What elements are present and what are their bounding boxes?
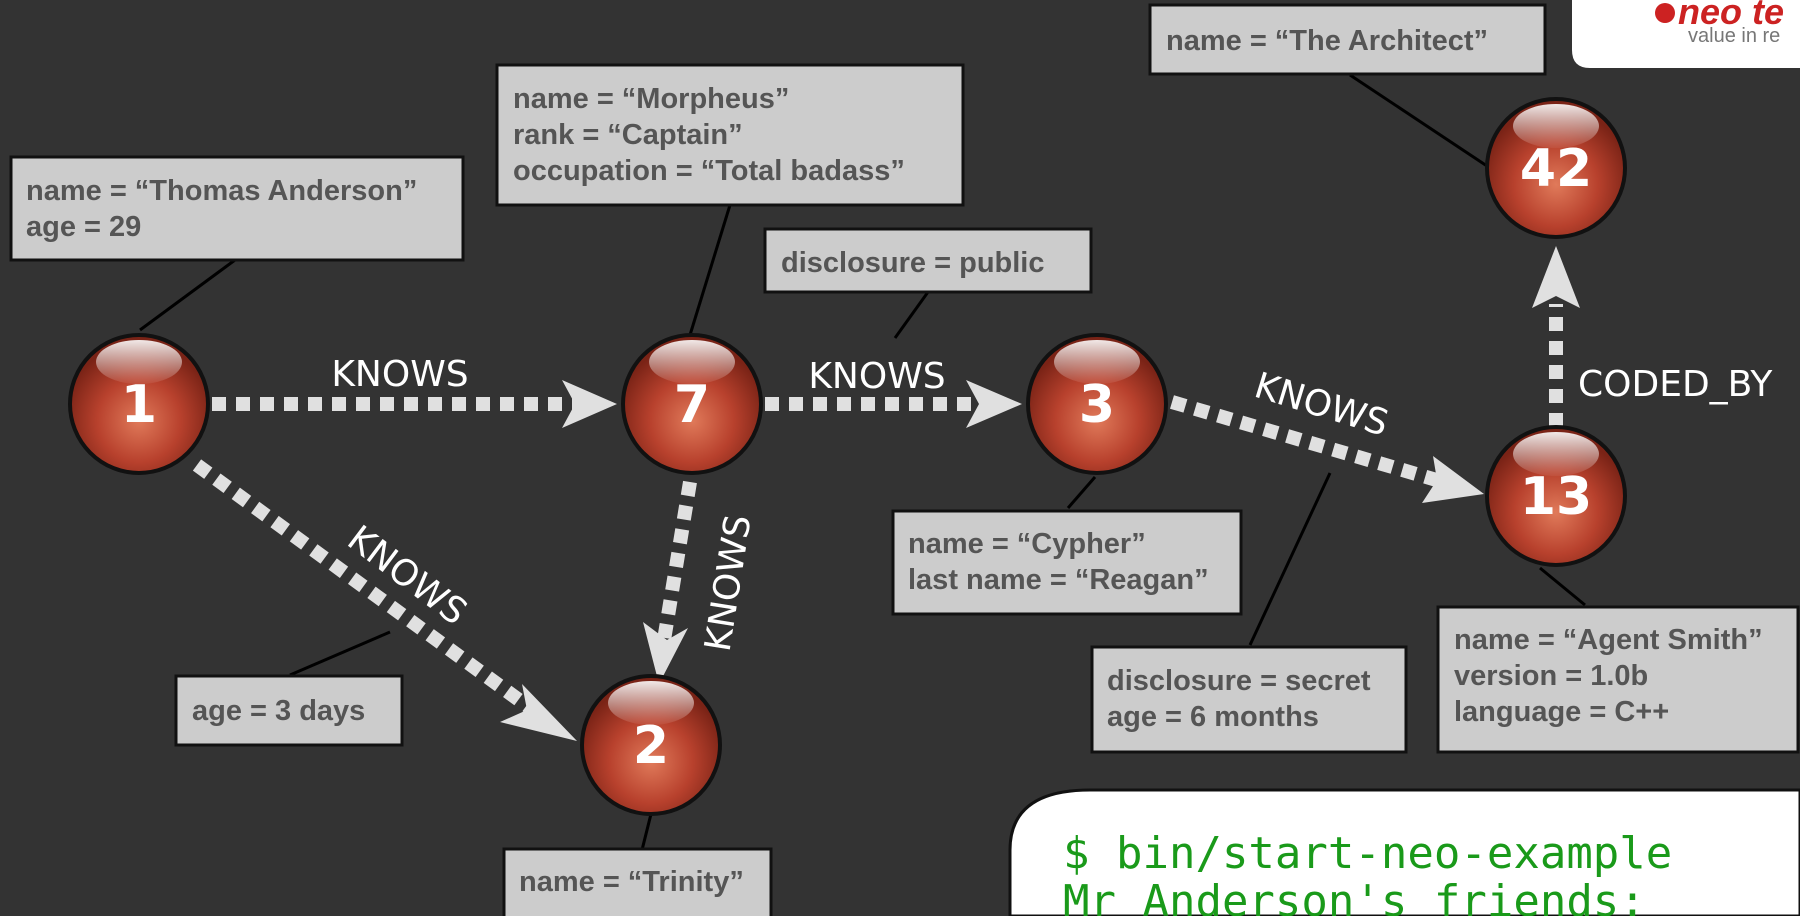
node-label: 1	[121, 375, 157, 435]
node-1[interactable]: 1	[68, 333, 210, 475]
connector-p3	[1066, 476, 1097, 509]
edge-arrowheads	[500, 246, 1580, 741]
edge-line-1-2	[192, 459, 535, 714]
edge-label-7-2: KNOWS	[698, 512, 760, 654]
edge-label-1-7: KNOWS	[331, 354, 468, 395]
connector-p2	[640, 809, 654, 851]
edge-label-13-42: CODED_BY	[1578, 364, 1773, 405]
prop-line: name = “Trinity”	[519, 866, 744, 898]
terminal-line: $ bin/start-neo-example	[1063, 828, 1672, 879]
property-box-cypher: name = “Cypher” last name = “Reagan”	[891, 509, 1243, 616]
arrowhead-13-42-icon	[1532, 246, 1580, 308]
prop-line: name = “Thomas Anderson”	[26, 175, 417, 207]
property-box-trinity: name = “Trinity”	[502, 847, 773, 916]
connector-pe73	[893, 291, 930, 339]
prop-line: language = C++	[1454, 696, 1669, 728]
prop-line: age = 3 days	[192, 695, 365, 727]
connector-p42	[1349, 73, 1491, 170]
edge-label-7-3: KNOWS	[808, 356, 945, 397]
node-3[interactable]: 3	[1026, 333, 1168, 475]
connector-p7	[688, 204, 732, 336]
prop-line: disclosure = public	[781, 247, 1045, 279]
connector-p1	[139, 258, 236, 332]
logo-brand: neo te	[1678, 0, 1784, 32]
terminal-panel: $ bin/start-neo-example Mr Anderson's fr…	[1008, 788, 1800, 916]
logo-panel	[1572, 0, 1800, 68]
property-box-architect: name = “The Architect”	[1148, 3, 1547, 76]
logo-dot-icon	[1655, 3, 1675, 23]
property-box-disclosure-secret: disclosure = secret age = 6 months	[1090, 645, 1408, 754]
prop-line: age = 6 months	[1107, 701, 1319, 733]
prop-line: age = 29	[26, 211, 141, 243]
prop-line: rank = “Captain”	[513, 119, 743, 151]
prop-line: name = “The Architect”	[1166, 25, 1488, 57]
arrowhead-3-13-icon	[1422, 456, 1484, 503]
logo-tagline: value in re	[1688, 25, 1780, 47]
node-2[interactable]: 2	[580, 674, 722, 816]
node-label: 7	[674, 375, 710, 435]
prop-line: occupation = “Total badass”	[513, 155, 905, 187]
terminal-background	[1008, 788, 1800, 916]
terminal-line: Mr Anderson's friends:	[1063, 876, 1646, 916]
property-box-thomas-anderson: name = “Thomas Anderson” age = 29	[9, 155, 465, 262]
prop-line: name = “Agent Smith”	[1454, 624, 1763, 656]
property-box-morpheus: name = “Morpheus” rank = “Captain” occup…	[495, 63, 965, 207]
arrowhead-1-2-icon	[500, 684, 577, 741]
prop-line: disclosure = secret	[1107, 665, 1371, 697]
edge-lines	[192, 304, 1563, 714]
prop-line: last name = “Reagan”	[908, 564, 1209, 596]
arrowhead-1-7-icon	[562, 380, 617, 428]
prop-line: version = 1.0b	[1454, 660, 1648, 692]
node-label: 42	[1520, 139, 1592, 199]
property-connectors	[139, 73, 1586, 851]
node-42[interactable]: 42	[1485, 97, 1627, 239]
connector-p13	[1539, 566, 1586, 607]
arrowhead-7-2-icon	[643, 622, 688, 684]
connector-pe12	[289, 630, 391, 677]
property-box-disclosure-public: disclosure = public	[763, 227, 1093, 294]
connector-pe313	[1248, 472, 1332, 646]
node-label: 3	[1079, 375, 1115, 435]
node-13[interactable]: 13	[1485, 425, 1627, 567]
prop-line: name = “Cypher”	[908, 528, 1146, 560]
prop-line: name = “Morpheus”	[513, 83, 789, 115]
node-label: 13	[1520, 467, 1592, 527]
logo: neo te value in re	[1572, 0, 1800, 68]
node-7[interactable]: 7	[621, 333, 763, 475]
node-label: 2	[633, 716, 669, 776]
edge-line-7-2	[657, 480, 697, 642]
edge-line-3-13	[1170, 395, 1452, 491]
property-box-agent-smith: name = “Agent Smith” version = 1.0b lang…	[1436, 605, 1800, 754]
property-box-age-3-days: age = 3 days	[174, 674, 404, 747]
arrowhead-7-3-icon	[966, 380, 1022, 428]
